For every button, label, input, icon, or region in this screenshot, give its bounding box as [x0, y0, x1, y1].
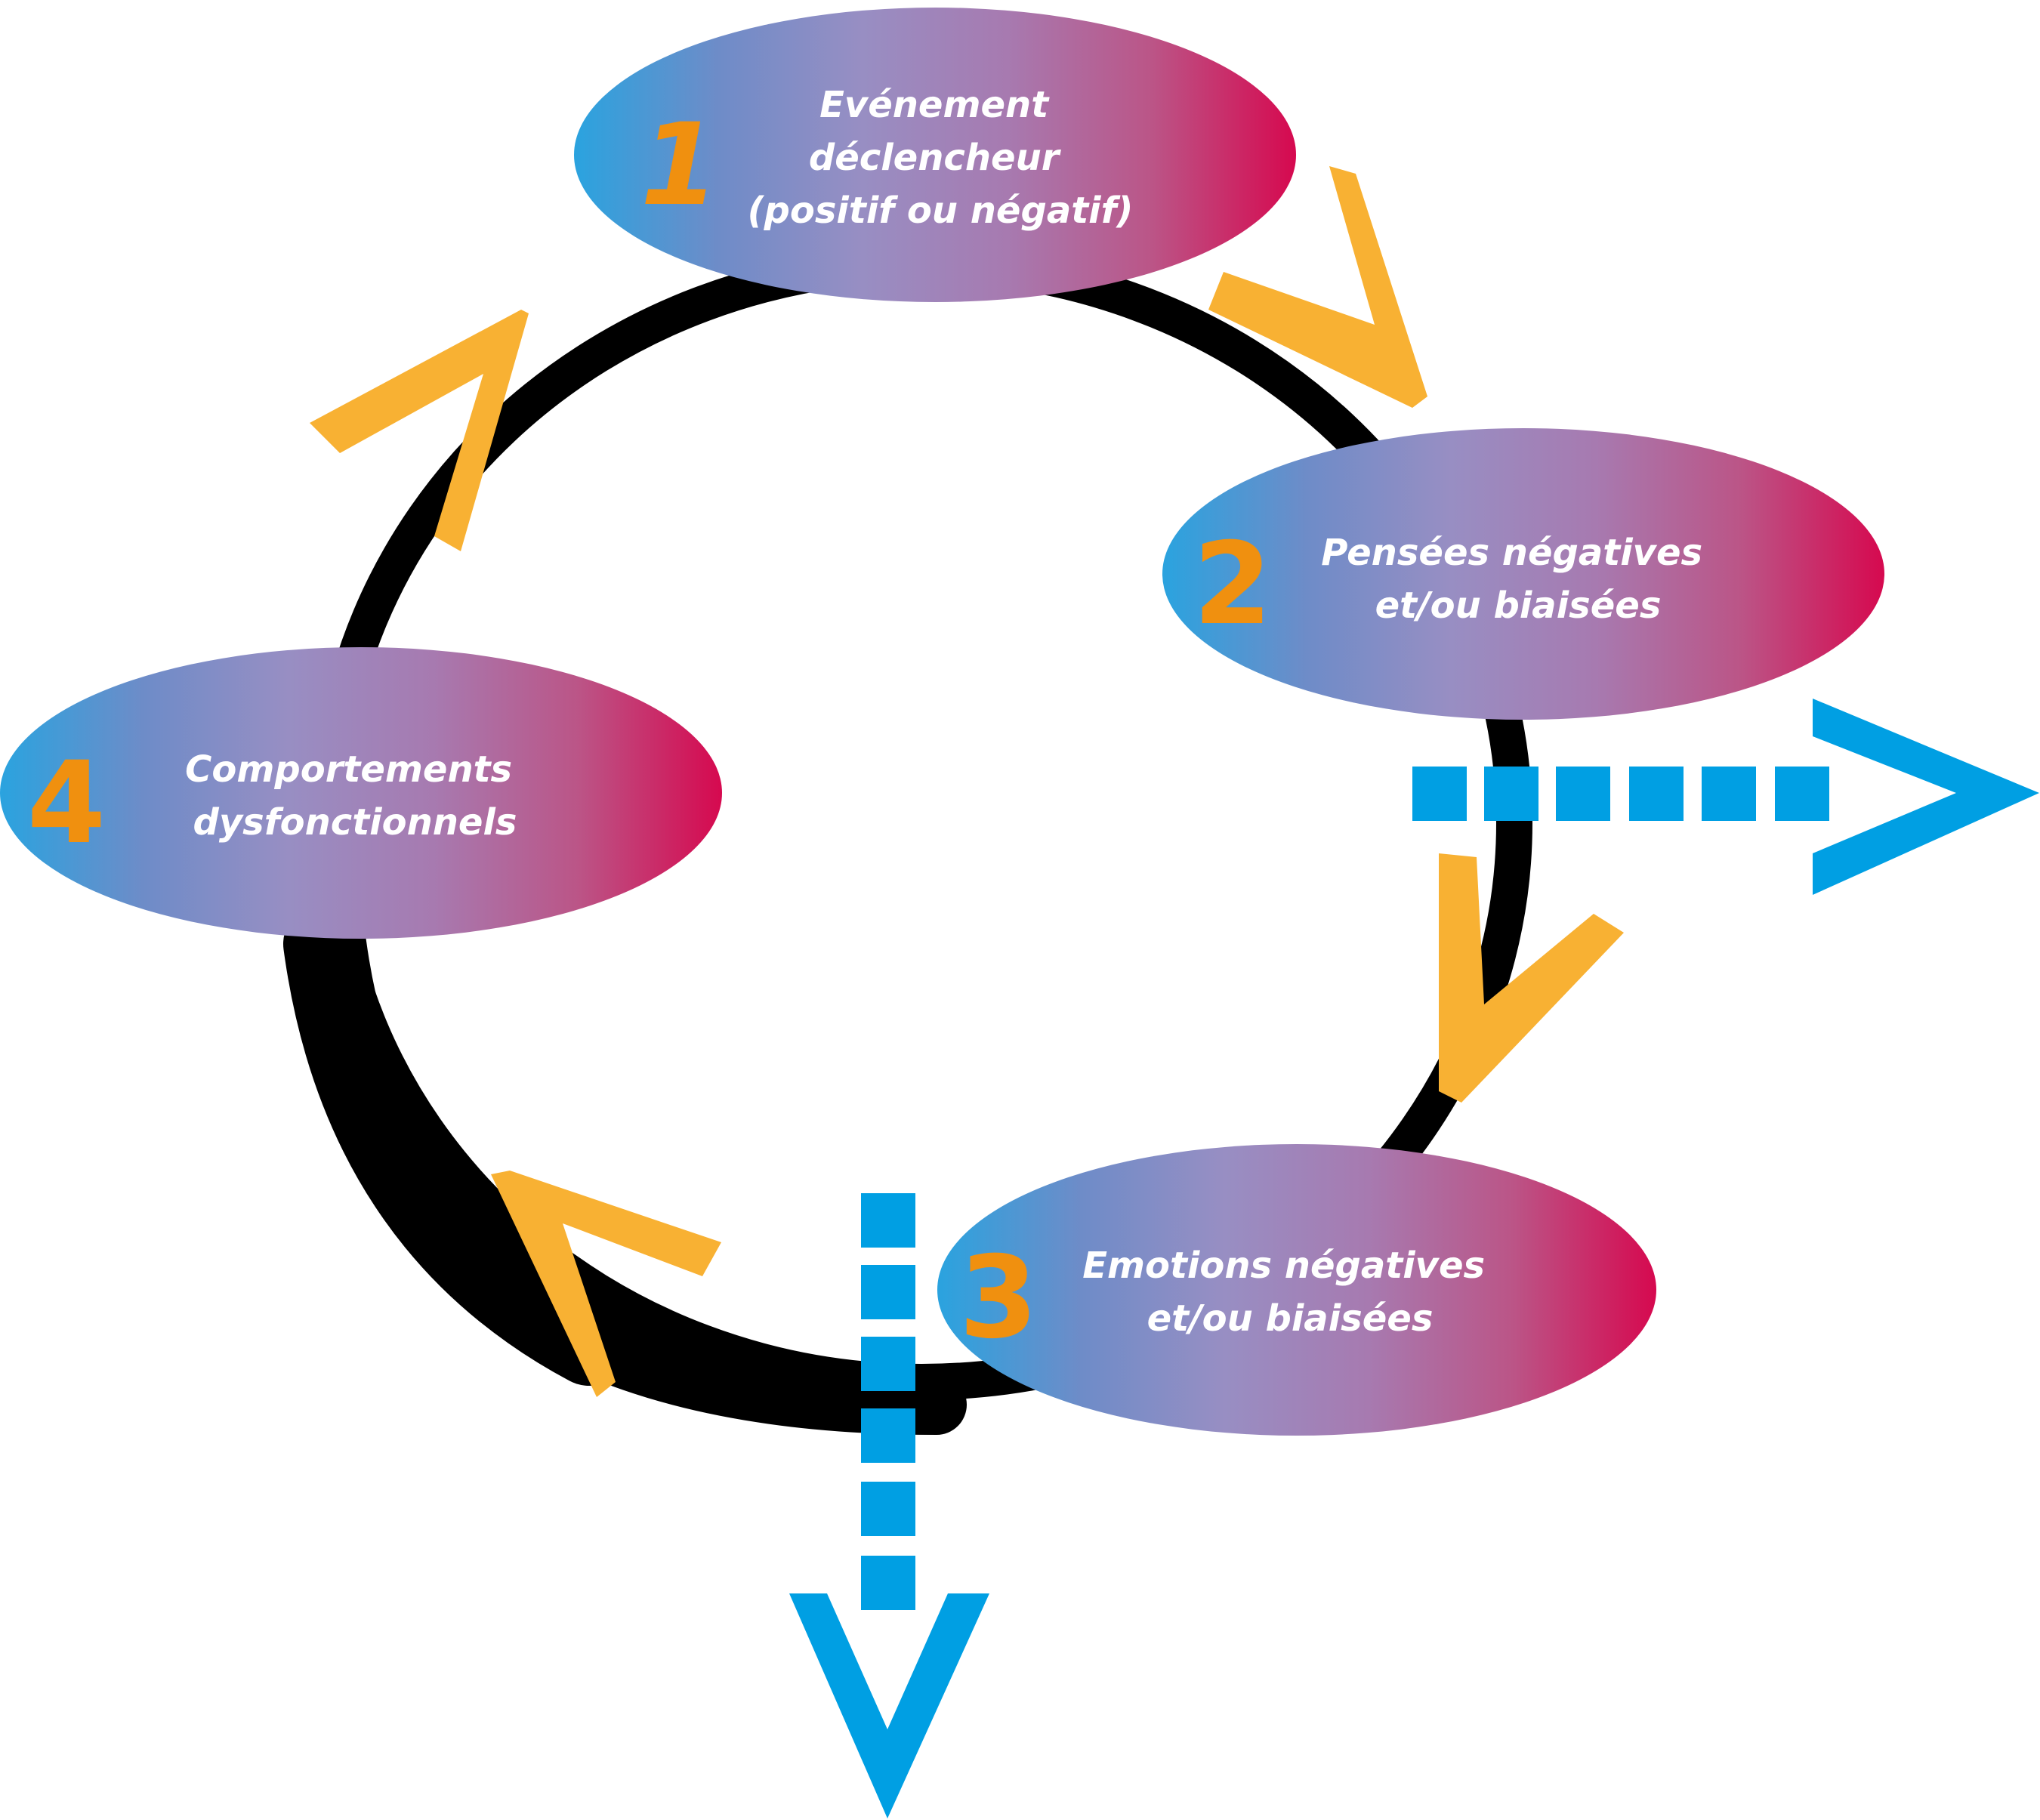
svg-text:Comportements dysfonctio: Comportements dysfonctionnels [185, 748, 525, 844]
chevron-arrow-icon-2to3 [1439, 853, 1624, 1103]
cycle-arrows [310, 166, 1624, 1397]
node-label-line: et/ou biaisées [1147, 1297, 1434, 1340]
node-label-line: dysfonctionnels [193, 801, 517, 844]
chevron-arrow-icon-3to4 [491, 1171, 721, 1397]
svg-text:Pensées négatives et/ou: Pensées négatives et/ou biaisées [1321, 532, 1715, 627]
node-label-line: déclencheur [809, 137, 1062, 179]
chevron-arrow-icon-1to2 [1208, 166, 1427, 408]
node-2: 2 Pensées négatives et/ou biaisées [1162, 428, 1884, 720]
node-label-line: Emotions négatives [1082, 1245, 1485, 1287]
node-label-line: Evénement [819, 84, 1050, 126]
dashed-arrow-icon-right [1412, 699, 2039, 895]
node-1: 1 Evénement déclencheur (positif ou néga… [574, 8, 1296, 302]
node-label-line: (positif ou négatif) [748, 190, 1134, 232]
node-number: 3 [959, 1232, 1038, 1364]
node-number: 2 [1193, 519, 1272, 650]
node-label-line: Comportements [185, 748, 512, 791]
node-label-line: et/ou biaisées [1375, 585, 1662, 627]
node-number: 4 [27, 738, 106, 869]
svg-text:Emotions négatives et/ou: Emotions négatives et/ou biaisées [1082, 1245, 1498, 1340]
node-3: 3 Emotions négatives et/ou biaisées [937, 1144, 1656, 1436]
node-label-line: Pensées négatives [1321, 532, 1702, 574]
node-number: 1 [640, 100, 719, 231]
chevron-arrow-icon-4to1 [310, 310, 529, 551]
dashed-arrow-icon-down [789, 1193, 989, 1818]
node-4: 4 Comportements dysfonctionnels [0, 647, 722, 939]
svg-text:Evénement déclencheur: Evénement déclencheur (positif ou négati… [748, 84, 1134, 232]
